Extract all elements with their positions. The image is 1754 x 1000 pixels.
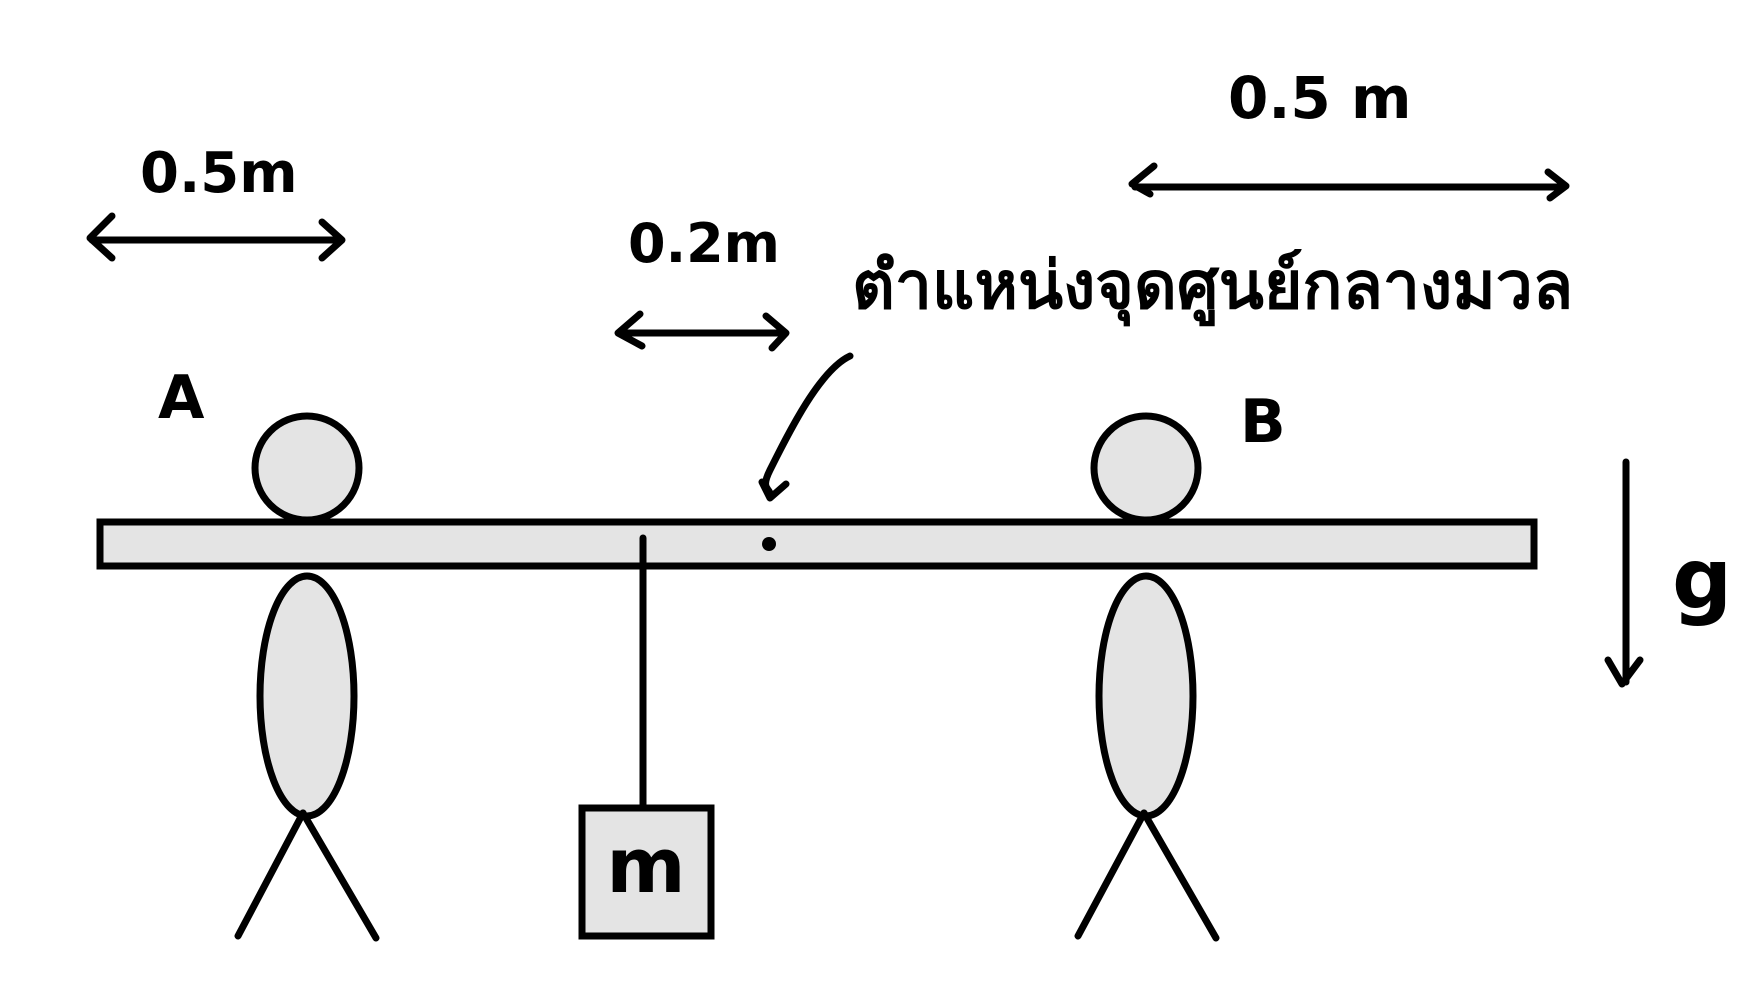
person-b-label: B [1240, 387, 1286, 457]
person-b-body [1095, 572, 1197, 820]
person-a-head [251, 412, 363, 524]
dim-label-right: 0.5 m [1228, 64, 1411, 132]
person-b [1074, 412, 1220, 942]
person-b-head [1090, 412, 1202, 524]
person-a-leg-left [234, 809, 307, 940]
dim-arrow-mid [614, 310, 790, 352]
dim-arrow-left [86, 212, 346, 262]
mass-block [578, 804, 715, 940]
beam [96, 518, 1538, 570]
gravity-label: g [1672, 530, 1732, 628]
center-of-mass-dot [762, 537, 776, 551]
person-a-label: A [158, 363, 205, 433]
person-b-leg-right [1140, 809, 1220, 942]
dim-label-left: 0.5m [140, 141, 298, 206]
dim-label-mid: 0.2m [628, 212, 780, 275]
person-a-body [256, 572, 358, 820]
mass-label: m [606, 821, 685, 910]
dim-arrow-right [1128, 162, 1570, 202]
person-a-leg-right [299, 809, 380, 942]
center-of-mass-note: ตำแหน่งจุดศูนย์กลางมวล [852, 247, 1573, 327]
person-a [234, 412, 380, 942]
center-of-mass-pointer [758, 352, 854, 502]
person-b-leg-left [1074, 809, 1148, 940]
gravity-arrow [1604, 458, 1644, 688]
